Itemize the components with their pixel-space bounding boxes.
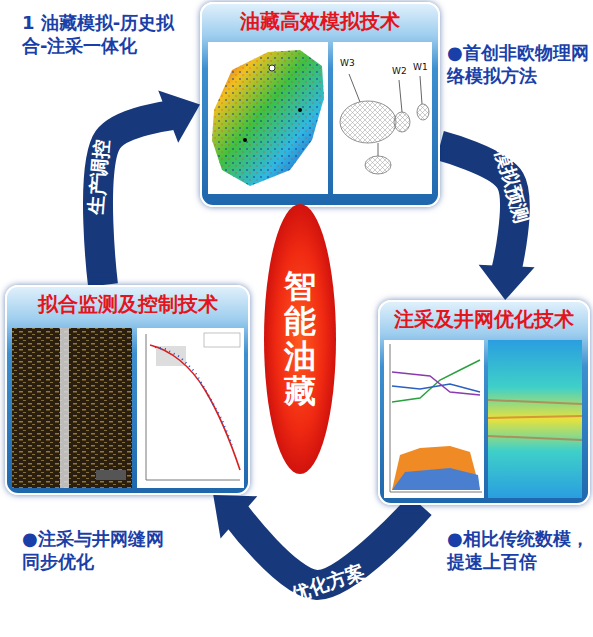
history-match-chart [137, 328, 244, 488]
reservoir-map [208, 42, 328, 194]
center-title: 智能油藏 [284, 269, 316, 410]
technology-panel: 拟合监测及控制技术 [5, 285, 250, 495]
arrow-head [213, 495, 257, 538]
arrow-head [158, 90, 200, 142]
note-text: 1 油藏模拟-历史拟合-注采一体化 [22, 12, 194, 57]
ellipse-outline [264, 204, 336, 474]
bullet-note: ●首创非欧物理网络模拟方法 [447, 42, 593, 87]
wireframe-model [333, 42, 432, 194]
heatmap [488, 340, 582, 498]
well-name: W2 [392, 66, 412, 77]
flow-arrow [440, 146, 535, 301]
well-name: W3 [340, 58, 360, 69]
panel-title: 油藏高效模拟技术 [240, 9, 400, 33]
center-ellipse: 智能油藏 [263, 203, 337, 475]
technology-panel: 注采及井网优化技术 [378, 300, 590, 505]
bullet-note: ●注采与井网缝网同步优化 [22, 528, 172, 573]
panel-title: 注采及井网优化技术 [394, 307, 574, 331]
flow-arrow [213, 495, 420, 585]
well-log-image [12, 328, 132, 488]
arrow-head [479, 265, 535, 300]
bullet-note: ●相比传统数模，提速上百倍 [447, 528, 593, 573]
panel-title: 拟合监测及控制技术 [38, 292, 218, 316]
flow-arrow [98, 90, 200, 285]
technology-panel: 油藏高效模拟技术 [200, 2, 440, 207]
well-name: W1 [413, 62, 431, 73]
production-chart [384, 340, 484, 498]
